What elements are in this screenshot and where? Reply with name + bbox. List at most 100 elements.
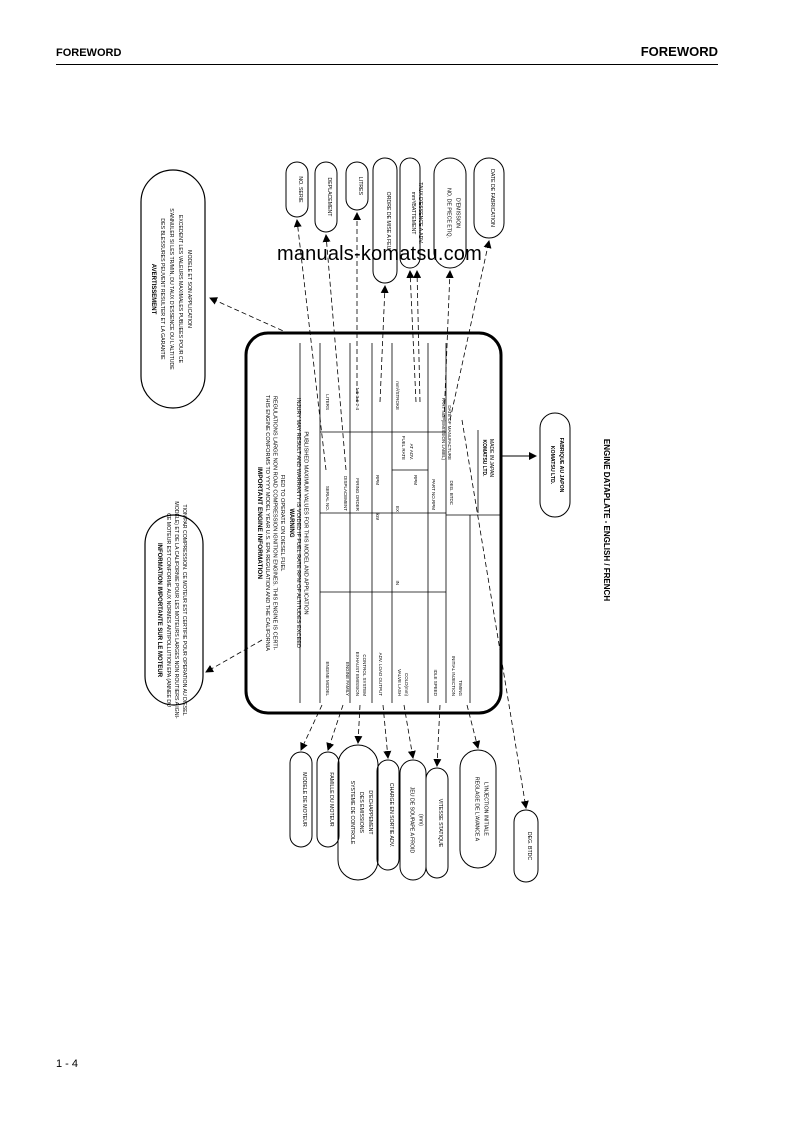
callout-arrow (443, 270, 454, 421)
plate-mid-label: RPM (431, 500, 436, 510)
figure-caption: ENGINE DATAPLATE - ENGLISH / FRENCH (602, 439, 611, 601)
left-callout-pill (316, 751, 340, 848)
french-warning-title: AVERTISSEMENT (150, 264, 156, 315)
plate-maker-line: KOMATSU LTD. (481, 439, 487, 477)
left-callout-label: D'ECHAPPEMENT (367, 790, 373, 835)
plate-warning-line: PUBLISHED MAXIMUM VALUES FOR THIS MODEL … (303, 431, 309, 614)
callout-arrow (413, 270, 422, 403)
left-callout-label: DEG. BTDC (526, 832, 532, 860)
plate-warning-line: INJURY MAY RESULT AND WARRANTY IS VOIDED… (295, 398, 301, 648)
plate-mid-label: DATE OF MANUFACTURE (447, 405, 452, 460)
top-callout-label: mm³/BATTEMENT (410, 192, 416, 236)
callout-arrow (354, 704, 363, 744)
callout-arrow (433, 704, 442, 767)
plate-right-label: RPM (375, 475, 380, 485)
top-callout-pill (345, 161, 369, 211)
top-callout-label: ORDRE DE MISE A FEU (385, 192, 391, 250)
callout-arrow (322, 234, 347, 471)
plate-left-label: INITIAL INJECTION (451, 656, 456, 696)
plate-right-label: RPM (413, 475, 418, 485)
french-info-line: CE MOTEUR EST CONFORME AUX NORMES ANTIPO… (165, 513, 171, 707)
left-callout-label: (mm) (418, 814, 424, 826)
plate-mid-label: FIRING ORDER (355, 478, 360, 512)
plate-mid-label: kW (375, 514, 380, 521)
plate-title: IMPORTANT ENGINE INFORMATION (256, 467, 263, 579)
plate-right-label: LITERS (325, 394, 330, 410)
left-callout-label: FAMILLE DU MOTEUR (328, 772, 334, 826)
top-callout-label: NO. SERIE (297, 176, 303, 203)
callout-arrow (449, 240, 492, 421)
left-callout-label: L'INJECTION INITIALE (483, 782, 489, 836)
french-warning-line: S'ANNULER SI LES TR/MIN, DU TAUX D'ESSEN… (168, 208, 174, 370)
plate-mid-label: DEG. BTDC (449, 480, 454, 505)
plate-left-label: EXHAUST EMISSION (355, 652, 360, 696)
left-callout-label: CHARGE EN SORTIE ADV. (388, 783, 394, 847)
top-callout-pill (473, 157, 505, 239)
left-callout-pill (376, 759, 400, 871)
header-left: FOREWORD (56, 47, 122, 59)
plate-mid-label: AT ADV. (409, 444, 414, 460)
plate-left-label: IDLE SPEED (433, 669, 438, 696)
left-callout-pill (459, 749, 497, 869)
plate-left-label: VALVE LASH (397, 669, 402, 696)
top-callout-label: LITRES (357, 177, 363, 196)
header-rule (56, 64, 718, 65)
plate-left-label: TIMING (458, 680, 463, 696)
top-callout-pill (433, 157, 467, 269)
plate-left-label: ADV. LOAD OUTPUT (378, 653, 383, 697)
left-callout-pill (337, 744, 379, 881)
left-callout-pill (425, 767, 449, 879)
plate-mid-label: IN (395, 581, 400, 586)
plate-maker-line: MADE IN JAPAN (488, 439, 494, 477)
french-warning-line: MODELE ET SON APPLICATION (186, 250, 192, 328)
left-callout-label: VITESSE STATIQUE (437, 799, 443, 848)
callout-arrow (382, 704, 392, 759)
engine-dataplate (244, 331, 503, 715)
left-callout-label: SYSTEME DE CONTROLE (349, 781, 355, 845)
top-callout-label: D'EMISSION (455, 198, 461, 228)
callout-arrow (293, 219, 327, 471)
left-callout-label: JEU DE SOUPAPE A FROID (409, 787, 415, 854)
top-callout-pill (399, 157, 421, 269)
french-info-line: TION PAR COMPRESSION. CE MOTEUR EST CERT… (181, 504, 187, 715)
left-callout-label: REGLAGE DE L'AVANCE A (474, 777, 480, 842)
top-callout-pill (314, 161, 338, 233)
plate-left-label: ENGINE FAMILY (345, 662, 350, 696)
callout-arrow (403, 704, 416, 759)
top-callout-label: DATE DE FABRICATION (489, 169, 495, 227)
plate-mid-label: SERIAL NO. (325, 486, 330, 511)
top-callout-label: NO. DE PIECE ETIQ. (446, 188, 452, 238)
top-callout-label: DEPLACEMENT (326, 178, 332, 218)
top-callout-label: TAUX D'ESSENCE A ADV. (417, 182, 423, 244)
watermark-text: manuals-komatsu.com (277, 243, 482, 265)
plate-mid-label: EX (395, 506, 400, 512)
callout-arrow (466, 704, 481, 749)
callout-arrow (300, 704, 323, 751)
left-callout-pill (513, 809, 539, 883)
left-callout-pill (289, 751, 313, 848)
plate-intro-line: THIS ENGINE CONFORMS TO YYYY MODEL YEAR … (264, 395, 270, 651)
callout-arrow (461, 419, 529, 809)
plate-right-label: mm³/STROKE (395, 381, 400, 410)
plate-mid-label: FUEL RATE (401, 436, 406, 460)
plate-mid-label: PART NO. (431, 479, 436, 500)
top-callout-pill (372, 157, 398, 284)
header-right: FOREWORD (640, 44, 718, 59)
plate-warning-title: WARNING (288, 509, 294, 538)
plate-intro-line: FIED TO OPERATE ON DIESEL FUEL (279, 475, 285, 572)
maker-callout-pill: KOMATSU LTD.FABRIQUE AU JAPON (539, 412, 571, 518)
left-callout-label: MODELE DE MOTEUR (301, 772, 307, 827)
top-callout-pill (285, 161, 309, 218)
plate-left-label: COLD(mm) (404, 673, 409, 696)
page-number: 1 - 4 (56, 1058, 79, 1070)
left-callout-label: DES EMISSIONS (358, 792, 364, 833)
callout-arrow (406, 270, 417, 403)
maker-callout-label: FABRIQUE AU JAPON (558, 438, 564, 493)
plate-right-label: 1-5-3-6-2-4 (355, 387, 360, 410)
plate-left-label: CONTROL SYSTEM (362, 654, 367, 696)
french-info-line: MODELE) ET DE LA CALIFORNIE POUR LES MOT… (173, 501, 179, 719)
plate-left-label: ENGINE MODEL (325, 661, 330, 696)
